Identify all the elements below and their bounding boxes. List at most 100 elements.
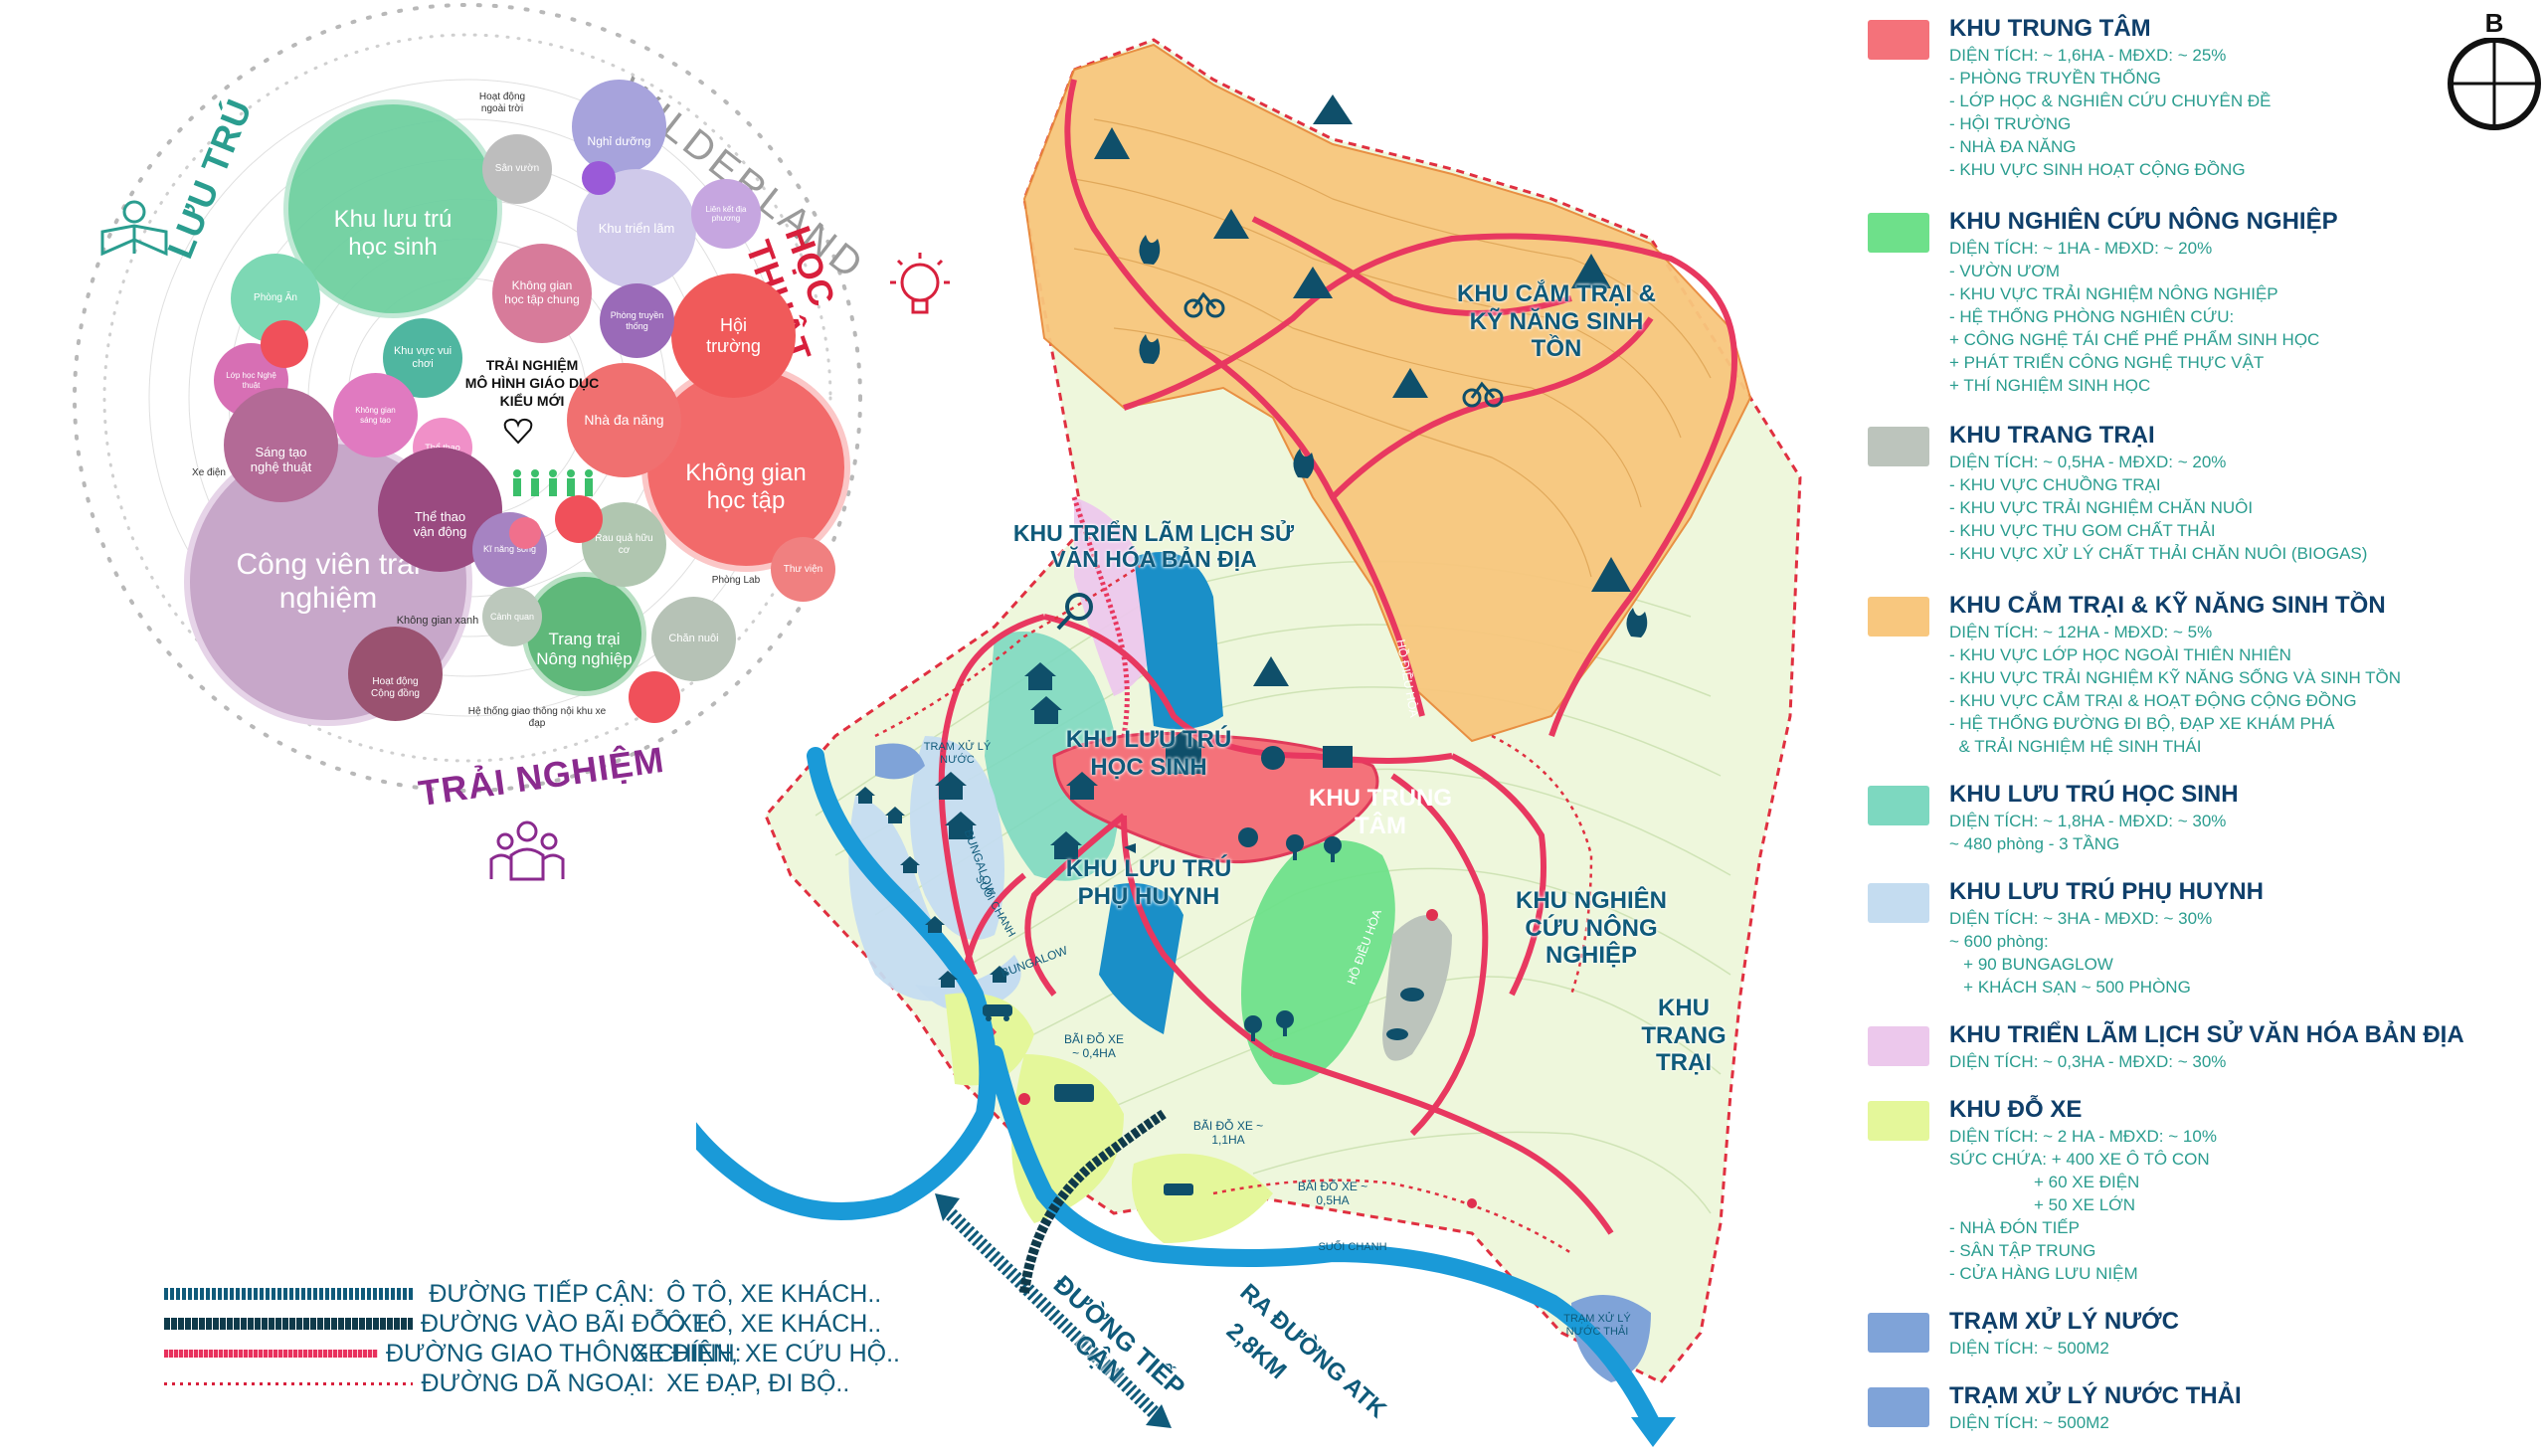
zone-legend-detail: - CỬA HÀNG LƯU NIỆM [1949, 1264, 2138, 1283]
accent-circle [261, 320, 308, 368]
zone-legend-detail: DIỆN TÍCH: ~ 0,3HA - MĐXD: ~ 30% [1949, 1052, 2227, 1071]
bubble-khong-gian-hoc-tap-label: Không gian học tập [685, 459, 807, 514]
bubble-khu-luu-tru-label: Khu lưu trú học sinh [333, 206, 453, 261]
bubble-phong-truyen-thong: Phòng truyền thống [600, 283, 674, 358]
zone-legend-detail: SỨC CHỨA: + 400 XE Ô TÔ CON [1949, 1150, 2210, 1169]
access-road [940, 1202, 1159, 1418]
zone-legend-detail: DIỆN TÍCH: ~ 12HA - MĐXD: ~ 5% [1949, 623, 2213, 641]
center-text-line-1: TRẢI NGHIỆM [485, 357, 579, 373]
zone-legend-detail: - PHÒNG TRUYỀN THỐNG [1949, 69, 2161, 88]
bubble-phong-truyen-thong-label: Phòng truyền thống [610, 310, 664, 331]
bubble-phong-an-label: Phòng Ăn [254, 292, 297, 304]
bubble-nha-da-nang-label: Nhà đa năng [584, 412, 664, 429]
zone-legend-detail: DIỆN TÍCH: ~ 500M2 [1949, 1339, 2109, 1358]
zone-legend-detail: - VƯỜN ƯƠM [1949, 262, 2061, 280]
zone-legend-detail: DIỆN TÍCH: ~ 1HA - MĐXD: ~ 20% [1949, 239, 2213, 258]
route-swatch [164, 1381, 413, 1385]
bubble-thu-vien: Thư viện [771, 537, 835, 602]
zone-legend-title: KHU TRANG TRẠI [1949, 422, 2155, 449]
zone-trien-lam [1074, 497, 1156, 696]
zone-legend-detail: + 50 XE LỚN [1949, 1195, 2136, 1214]
person-reading-icon [100, 200, 168, 257]
zone-legend-title: KHU LƯU TRÚ HỌC SINH [1949, 781, 2239, 808]
route-legend-row: ĐƯỜNG GIAO THÔNG CHÍNH:XE ĐIỆN, XE CỨU H… [164, 1339, 900, 1368]
zone-legend-title: KHU NGHIÊN CỨU NÔNG NGHIỆP [1949, 208, 2338, 235]
bubble-khu-trien-lam-label: Khu triển lãm [598, 220, 675, 236]
bubble-khong-gian-sang-tao: Không gian sáng tạo [333, 373, 418, 457]
label-trang-trai: KHU TRANG TRẠI [1641, 995, 1727, 1077]
center-text-line-3: KIỂU MỚI [499, 393, 565, 409]
label-nghien-cuu: KHU NGHIÊN CỨU NÔNG NGHIỆP [1515, 887, 1667, 970]
bubble-nghi-duong-label: Nghỉ dưỡng [587, 133, 651, 148]
label-phong-lab: Phòng Lab [711, 575, 761, 586]
bubble-canh-quan: Cảnh quan [482, 587, 542, 646]
bubble-khu-vui-choi-label: Khu vực vui chơi [393, 345, 453, 370]
zone-legend-detail: + KHÁCH SẠN ~ 500 PHÒNG [1949, 978, 2191, 997]
label-bai-do-1: BÃI ĐỖ XE ~ 0,4HA [1063, 1032, 1125, 1061]
zone-trang-trai [1382, 915, 1452, 1061]
zone-legend-title: KHU LƯU TRÚ PHỤ HUYNH [1949, 878, 2264, 905]
zone-legend-detail: - KHU VỰC TRẢI NGHIỆM CHĂN NUÔI [1949, 498, 2254, 517]
zone-legend-detail: + 60 XE ĐIỆN [1949, 1173, 2140, 1191]
zone-legend-detail: DIỆN TÍCH: ~ 3HA - MĐXD: ~ 30% [1949, 909, 2213, 928]
bubble-cong-vien-label: Công viên trải nghiệm [236, 547, 421, 616]
center-text: TRẢI NGHIỆM MÔ HÌNH GIÁO DỤC KIỂU MỚI [448, 356, 617, 410]
zone-legend-detail: - KHU VỰC CHUỒNG TRẠI [1949, 475, 2161, 494]
label-luu-tru-phu-huynh: KHU LƯU TRÚ PHỤ HUYNH [1065, 855, 1232, 910]
zone-legend-detail: DIỆN TÍCH: ~ 500M2 [1949, 1413, 2109, 1432]
bubble-san-vuon-label: Sân vườn [494, 163, 540, 175]
bubble-trang-trai-label: Trang trại Nông nghiệp [536, 629, 633, 668]
bubble-lien-ket-dia-phuong: Liên kết địa phương [691, 179, 761, 249]
route-legend-value: Ô TÔ, XE KHÁCH.. [666, 1309, 882, 1338]
label-trung-tam: KHU TRUNG TÂM [1309, 785, 1452, 839]
accent-circle [509, 517, 541, 549]
bubble-sang-tao-label: Sáng tạo nghệ thuật [250, 444, 312, 474]
zone-legend-detail: + PHÁT TRIỂN CÔNG NGHỆ THỰC VẬT [1949, 353, 2265, 372]
lake-ho-dieu-hoa-2 [1099, 883, 1183, 1034]
label-hoat-dong-ngoai-troi: Hoạt động ngoài trời [478, 91, 526, 114]
bubble-lop-hoc-nghe-thuat-label: Lớp học Nghệ thuật [226, 371, 276, 390]
lightbulb-icon [890, 253, 950, 314]
zone-legend-detail: - SÂN TẬP TRUNG [1949, 1241, 2096, 1260]
route-legend-value: XE ĐẠP, ĐI BỘ.. [666, 1368, 850, 1397]
north-compass: B [2445, 8, 2544, 131]
route-legend-label: ĐƯỜNG TIẾP CẬN: [429, 1279, 654, 1308]
zone-legend-detail: DIỆN TÍCH: ~ 0,5HA - MĐXD: ~ 20% [1949, 453, 2227, 471]
route-swatch [164, 1318, 413, 1330]
zone-legend-detail: - KHU VỰC CẮM TRẠI & HOẠT ĐỘNG CỘNG ĐỒNG [1949, 691, 2357, 710]
people-group-icon [489, 820, 565, 881]
accent-circle [629, 671, 680, 723]
bubble-sang-tao: Sáng tạo nghệ thuật [224, 388, 338, 502]
route-legend-value: Ô TÔ, XE KHÁCH.. [666, 1279, 882, 1308]
route-legend-label: ĐƯỜNG DÃ NGOẠI: [421, 1368, 654, 1397]
tent-icons [1094, 94, 1631, 686]
bubble-hoat-dong-cong-dong-label: Hoạt động Cộng đồng [371, 676, 420, 699]
bubble-nha-da-nang: Nhà đa năng [567, 363, 681, 477]
bubble-khong-gian-sang-tao-label: Không gian sáng tạo [355, 406, 396, 425]
zone-legend-detail: - HỆ THỐNG ĐƯỜNG ĐI BỘ, ĐẠP XE KHÁM PHÁ [1949, 714, 2335, 733]
zone-legend-detail: + THÍ NGHIỆM SINH HỌC [1949, 376, 2151, 395]
zone-legend-item: KHU TRANG TRẠI DIỆN TÍCH: ~ 0,5HA - MĐXD:… [1868, 421, 2504, 565]
people-row-icon [513, 469, 593, 496]
zone-legend-item: KHU LƯU TRÚ PHỤ HUYNH DIỆN TÍCH: ~ 3HA - … [1868, 877, 2504, 999]
bubble-nghi-duong: Nghỉ dưỡng [572, 80, 666, 174]
zone-legend-detail: ~ 600 phòng: [1949, 932, 2049, 951]
zone-tram-xu-ly-nuoc [875, 743, 925, 780]
heart-icon [503, 418, 533, 445]
label-he-thong-xe-dap: Hệ thống giao thông nội khu xe đạp [467, 706, 607, 729]
route-legend-label: ĐƯỜNG VÀO BÃI ĐỖ XE: [421, 1309, 717, 1338]
zone-tram-xu-ly-nuoc-thai [1571, 1295, 1651, 1382]
stream-suoi-chanh [696, 747, 998, 1220]
label-tram-xu-ly-nuoc: TRẠM XỬ LÝ NƯỚC [923, 741, 992, 767]
zone-legend-detail: - KHU VỰC SINH HOẠT CỘNG ĐỒNG [1949, 160, 2246, 179]
zone-legend-detail: DIỆN TÍCH: ~ 1,8HA - MĐXD: ~ 30% [1949, 812, 2227, 830]
compass-letter: B [2484, 8, 2504, 38]
zone-swatch [1868, 786, 1929, 825]
route-legend-row: ĐƯỜNG TIẾP CẬN: Ô TÔ, XE KHÁCH.. [164, 1279, 900, 1309]
zone-luu-tru-hoc-sinh [985, 632, 1121, 881]
